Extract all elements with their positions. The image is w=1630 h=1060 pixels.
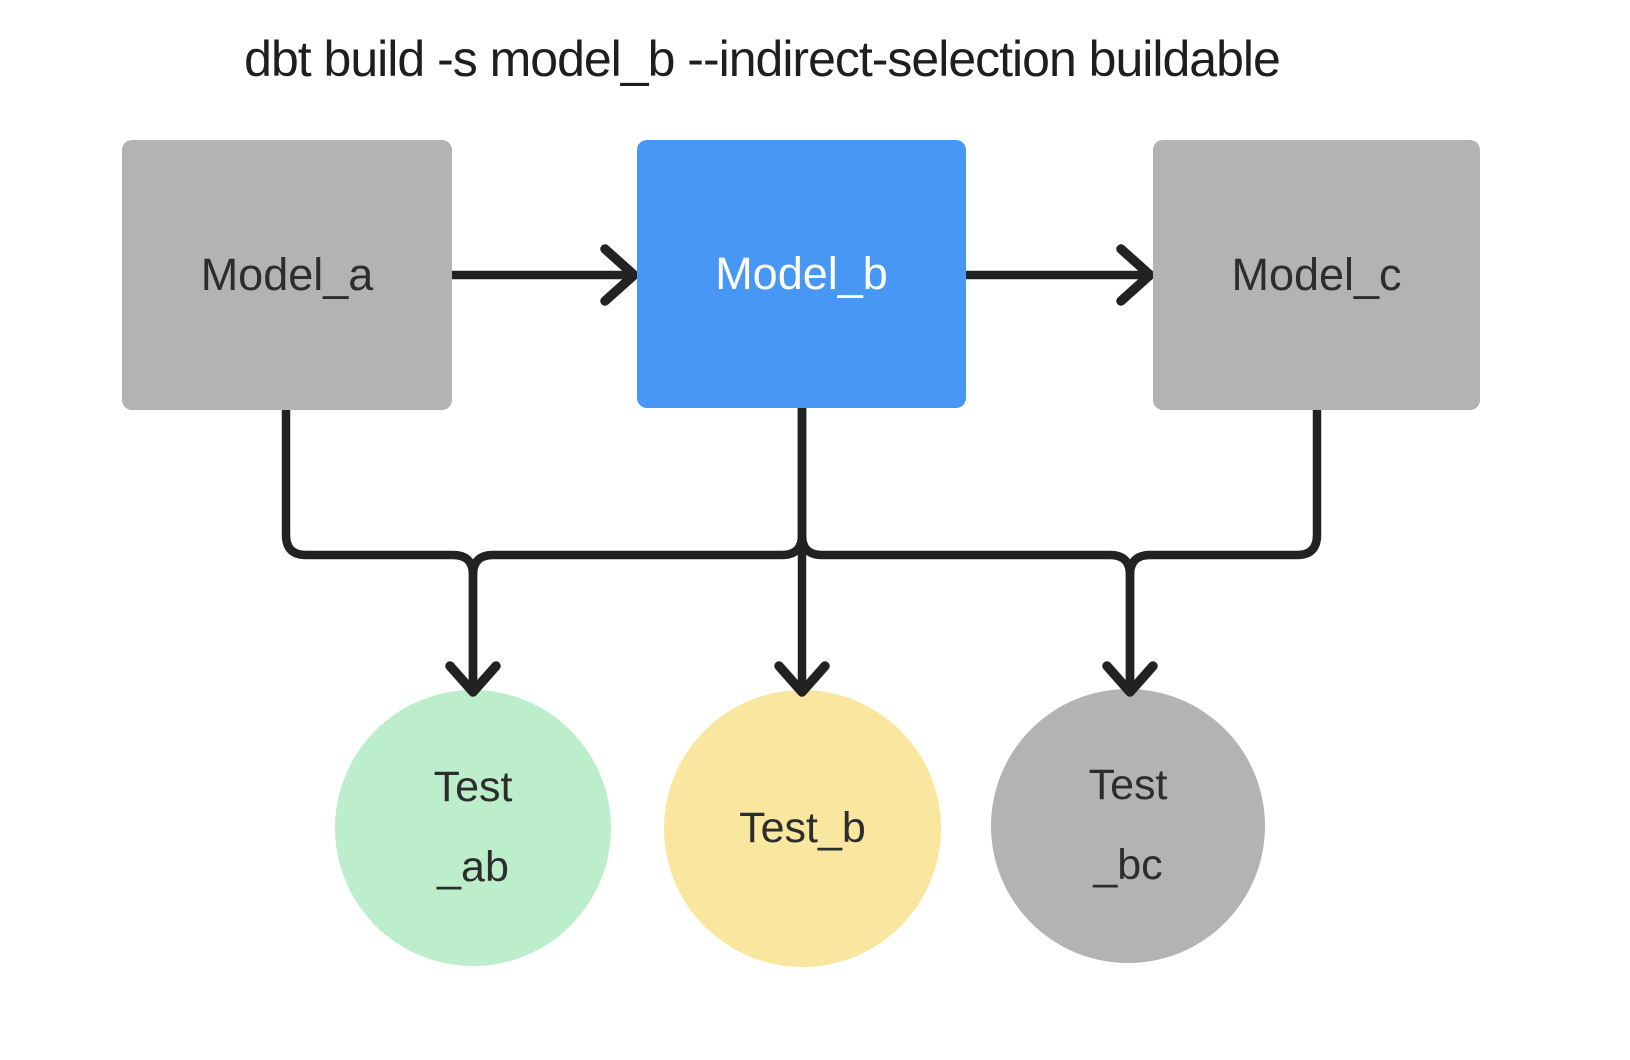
node-test-bc-label-line2: _bc — [1093, 841, 1163, 889]
arrowhead-test-ab-icon — [445, 661, 501, 697]
node-model-c-label: Model_c — [1231, 249, 1402, 300]
node-model-c: Model_c — [1153, 140, 1480, 410]
node-test-ab: Test _ab — [335, 690, 611, 966]
arrowhead-test-b-icon — [774, 661, 830, 697]
arrowhead-model-b-icon — [600, 244, 639, 306]
edge-model-b-test-ab — [468, 401, 807, 693]
node-test-bc-label: Test _bc — [1089, 746, 1168, 905]
node-model-a-label: Model_a — [200, 249, 374, 300]
node-test-ab-label-line2: _ab — [437, 843, 509, 891]
node-test-ab-label: Test _ab — [434, 748, 513, 907]
node-test-ab-label-line1: Test — [433, 763, 513, 812]
node-test-b-label-line1: Test_b — [739, 803, 866, 852]
edge-model-b-test-bc — [797, 401, 1135, 693]
command-title: dbt build -s model_b --indirect-selectio… — [244, 31, 1281, 87]
node-model-b: Model_b — [637, 140, 966, 408]
node-test-bc: Test _bc — [991, 689, 1265, 963]
node-test-bc-label-line1: Test — [1088, 761, 1168, 810]
node-model-b-label: Model_b — [715, 248, 888, 299]
node-test-b-label: Test_b — [739, 789, 866, 869]
node-test-b: Test_b — [664, 690, 941, 967]
arrowhead-model-c-icon — [1116, 244, 1155, 306]
edge-model-a-test-ab — [281, 401, 478, 693]
node-model-a: Model_a — [122, 140, 452, 410]
edge-model-c-test-bc — [1125, 401, 1322, 693]
